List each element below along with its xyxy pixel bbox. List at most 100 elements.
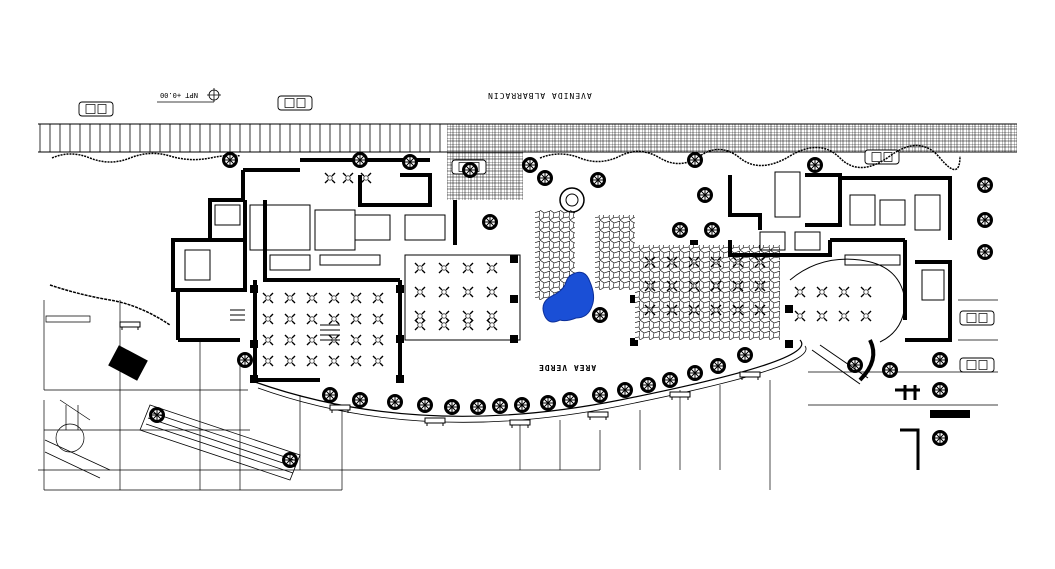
table-icon	[350, 334, 362, 346]
table-icon	[306, 334, 318, 346]
table-icon	[262, 355, 274, 367]
table-icon	[816, 310, 828, 322]
tree-icon	[589, 171, 607, 189]
table-icon	[372, 313, 384, 325]
street-hedge	[51, 144, 961, 171]
table-icon	[262, 292, 274, 304]
tree-icon	[461, 161, 479, 179]
tree-icon	[491, 397, 509, 415]
table-icon	[284, 313, 296, 325]
sidewalk-paving	[447, 124, 1017, 152]
east-hall-paving	[635, 245, 780, 340]
table-icon	[794, 286, 806, 298]
tree-icon	[536, 169, 554, 187]
table-icon	[284, 292, 296, 304]
bench-icon	[587, 411, 609, 421]
table-icon	[414, 310, 426, 322]
table-icon	[462, 319, 474, 331]
tree-icon	[513, 396, 531, 414]
car-icon	[959, 357, 995, 373]
tree-icon	[351, 391, 369, 409]
west-building-thin	[184, 204, 521, 341]
table-icon	[262, 313, 274, 325]
tree-icon	[236, 351, 254, 369]
tree-icon	[703, 221, 721, 239]
tree-icon	[521, 156, 539, 174]
tree-icon	[671, 221, 689, 239]
tree-icon	[539, 394, 557, 412]
table-icon	[438, 319, 450, 331]
table-icon	[324, 172, 336, 184]
tree-icon	[351, 151, 369, 169]
tree-icon	[591, 386, 609, 404]
table-icon	[486, 286, 498, 298]
car-icon	[78, 101, 114, 117]
bench-icon	[424, 417, 446, 427]
table-icon	[306, 313, 318, 325]
driveway-paving	[447, 152, 523, 200]
tree-icon	[931, 381, 949, 399]
slope-hedge	[49, 284, 171, 326]
level-marker-icon	[157, 88, 221, 103]
tree-icon	[616, 381, 634, 399]
table-icon	[350, 313, 362, 325]
tree-icon	[736, 346, 754, 364]
table-icon	[306, 355, 318, 367]
table-icon	[328, 313, 340, 325]
tree-icon	[386, 393, 404, 411]
tree-icon	[591, 306, 609, 324]
table-icon	[438, 310, 450, 322]
table-icon	[486, 310, 498, 322]
table-icon	[284, 355, 296, 367]
tree-icon	[881, 361, 899, 379]
table-icon	[350, 292, 362, 304]
tree-icon	[976, 211, 994, 229]
table-icon	[360, 172, 372, 184]
table-icon	[794, 310, 806, 322]
tree-icon	[481, 213, 499, 231]
tree-icon	[416, 396, 434, 414]
table-icon	[342, 172, 354, 184]
tree-icon	[443, 398, 461, 416]
plaza-grid	[38, 299, 998, 491]
tree-icon	[931, 351, 949, 369]
bench-icon	[119, 321, 141, 331]
tree-icon	[561, 391, 579, 409]
table-icon	[350, 355, 362, 367]
table-icon	[462, 286, 474, 298]
car-icon	[277, 95, 313, 111]
table-icon	[414, 286, 426, 298]
garden-paving-right	[595, 215, 635, 290]
pond-icon	[542, 271, 595, 323]
ramp-lines	[44, 315, 111, 479]
table-icon	[372, 292, 384, 304]
table-icon	[838, 310, 850, 322]
table-icon	[306, 292, 318, 304]
table-icon	[438, 286, 450, 298]
tree-icon	[686, 364, 704, 382]
table-icon	[860, 286, 872, 298]
east-entry	[895, 385, 920, 470]
tree-icon	[661, 371, 679, 389]
table-icon	[414, 262, 426, 274]
tree-icon	[976, 243, 994, 261]
tree-icon	[469, 398, 487, 416]
table-icon	[328, 355, 340, 367]
tree-icon	[321, 386, 339, 404]
west-building-walls	[171, 158, 457, 382]
tree-icon	[221, 151, 239, 169]
table-icon	[486, 319, 498, 331]
tree-icon	[639, 376, 657, 394]
tree-icon	[709, 357, 727, 375]
tree-icon	[686, 151, 704, 169]
table-icon	[462, 262, 474, 274]
table-icon	[816, 286, 828, 298]
tree-icon	[696, 186, 714, 204]
tree-icon	[931, 429, 949, 447]
east-building-walls	[728, 173, 952, 382]
table-icon	[372, 334, 384, 346]
table-icon	[838, 286, 850, 298]
tree-icon	[806, 156, 824, 174]
table-icon	[860, 310, 872, 322]
table-icon	[262, 334, 274, 346]
